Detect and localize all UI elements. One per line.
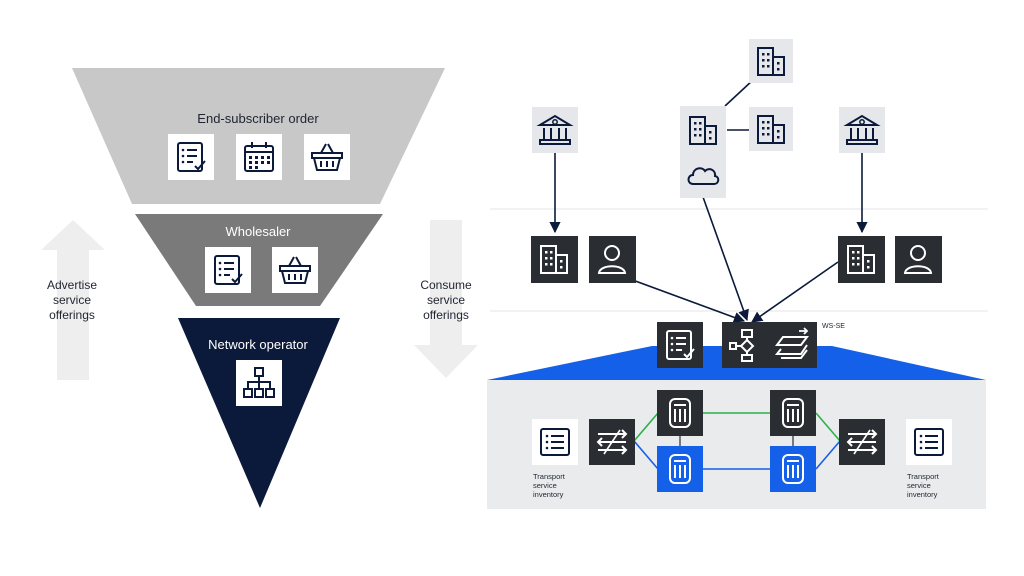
checklist-icon xyxy=(168,134,214,180)
advertise-label-line1: Advertise xyxy=(47,278,97,292)
inventory-right-line1: Transport xyxy=(907,472,940,481)
ws-se-label: WS-SE xyxy=(822,323,845,330)
calendar-icon xyxy=(236,134,282,180)
connector xyxy=(724,79,754,107)
transport-inventory-left-label: Transport service inventory xyxy=(533,472,566,499)
building-icon xyxy=(531,236,578,283)
blue-link xyxy=(815,440,841,470)
router-icon xyxy=(657,446,703,492)
arrow-line xyxy=(629,278,746,323)
blue-link xyxy=(633,440,659,470)
funnel-bottom-tier xyxy=(178,318,340,508)
inventory-left-line1: Transport xyxy=(533,472,566,481)
inventory-right-line2: service xyxy=(907,481,931,490)
consume-label-line1: Consume xyxy=(420,278,472,292)
inventory-right-line3: inventory xyxy=(907,490,938,499)
arrow-line xyxy=(751,261,839,323)
list-icon xyxy=(906,419,952,465)
consume-label-line3: offerings xyxy=(423,308,469,322)
basket-icon xyxy=(304,134,350,180)
router-icon xyxy=(770,446,816,492)
basket-icon xyxy=(272,247,318,293)
advertise-arrow: Advertise service offerings xyxy=(41,220,105,380)
building-icon xyxy=(749,107,793,151)
bank-icon xyxy=(839,107,885,153)
funnel: End-subscriber order Wholesaler Network … xyxy=(72,68,445,508)
arrow-line xyxy=(702,196,749,322)
site-cluster xyxy=(680,106,726,198)
advertise-label-line2: service xyxy=(53,293,91,307)
inventory-left-line2: service xyxy=(533,481,557,490)
hierarchy-icon xyxy=(236,360,282,406)
green-link xyxy=(815,412,841,442)
funnel-middle-tier xyxy=(135,214,383,306)
ws-se-group: WS-SE xyxy=(657,322,845,368)
network-diagram: WS-SE xyxy=(487,39,988,509)
user-icon xyxy=(589,236,636,283)
network-operator-label: Network operator xyxy=(208,337,308,352)
consume-arrow: Consume service offerings xyxy=(414,220,478,378)
router-icon xyxy=(770,390,816,436)
advertise-label-line3: offerings xyxy=(49,308,95,322)
list-icon xyxy=(532,419,578,465)
wholesaler-label: Wholesaler xyxy=(225,224,291,239)
router-icon xyxy=(657,390,703,436)
green-link xyxy=(633,412,659,442)
user-icon xyxy=(895,236,942,283)
transport-inventory-right-label: Transport service inventory xyxy=(907,472,940,499)
checklist-icon xyxy=(205,247,251,293)
inventory-left-line3: inventory xyxy=(533,490,564,499)
building-icon xyxy=(838,236,885,283)
switch-icon xyxy=(839,419,885,465)
consume-label-line2: service xyxy=(427,293,465,307)
end-subscriber-label: End-subscriber order xyxy=(197,111,319,126)
building-icon xyxy=(749,39,793,83)
bank-icon xyxy=(532,107,578,153)
switch-icon xyxy=(589,419,635,465)
